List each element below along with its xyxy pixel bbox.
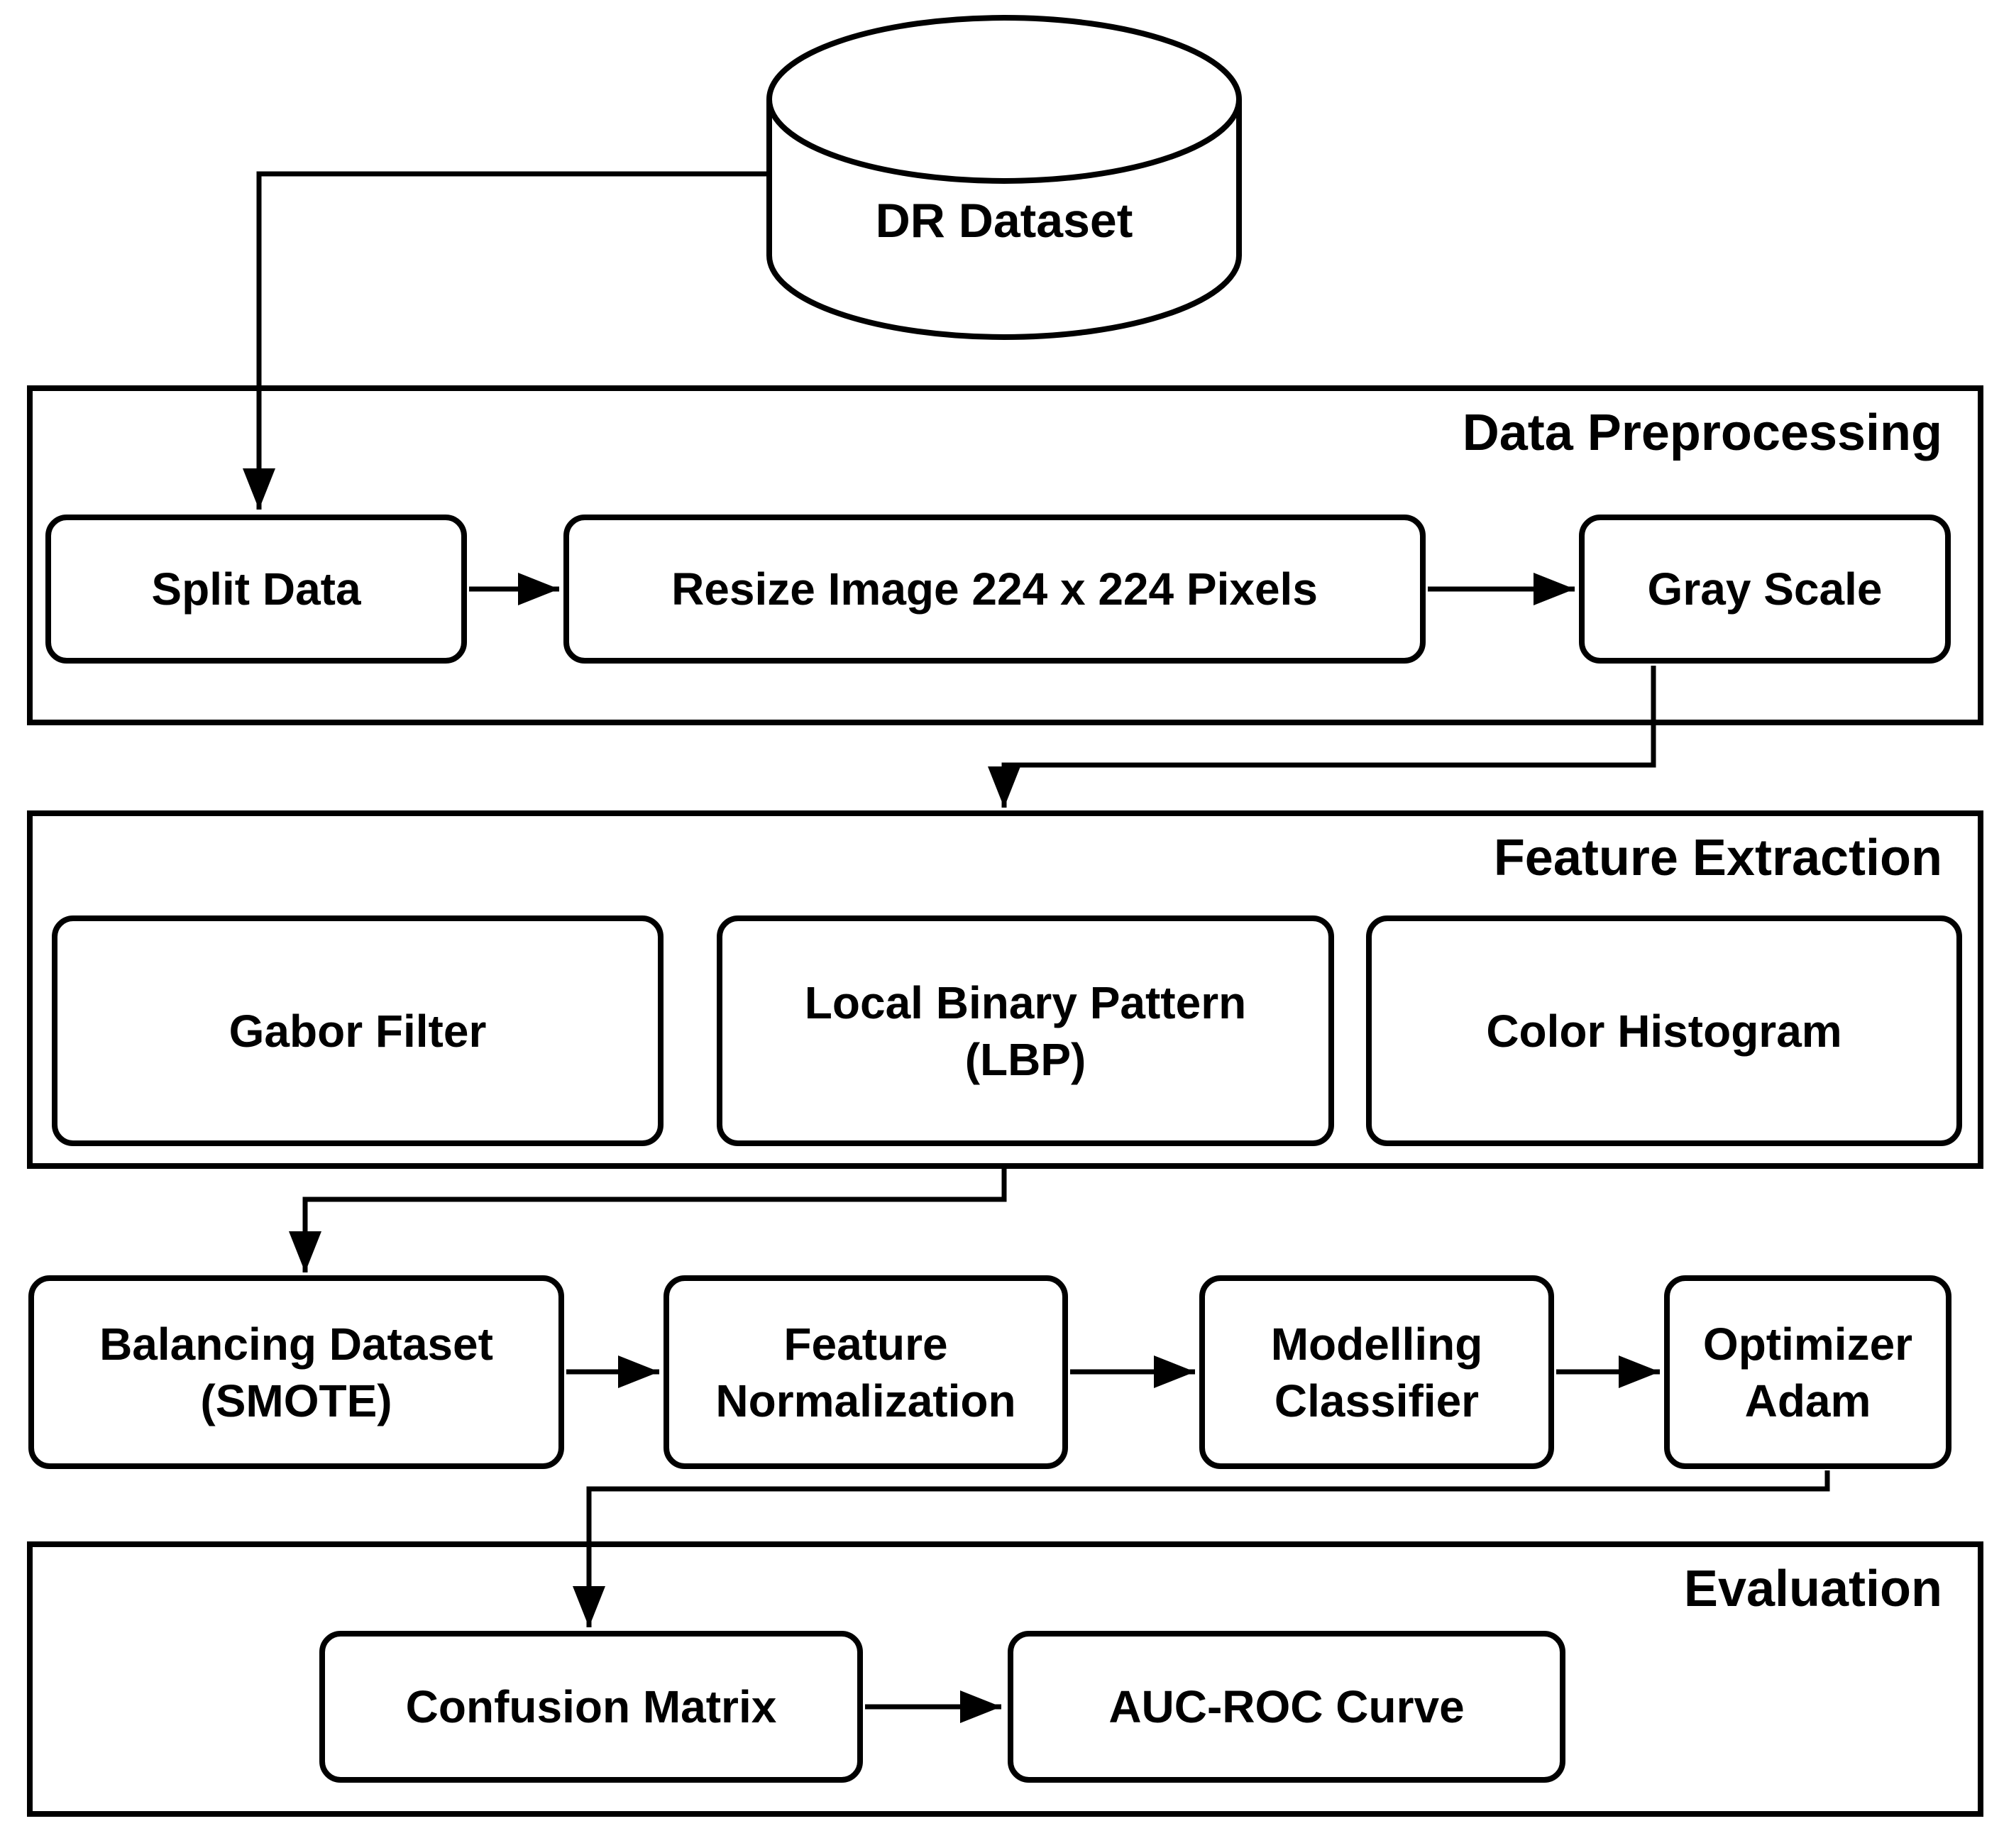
node-confusion-matrix-label: Confusion Matrix — [405, 1681, 777, 1732]
section-data-preprocessing: Data Preprocessing — [27, 385, 1983, 725]
node-feature-normalization: Feature Normalization — [664, 1275, 1068, 1469]
node-color-histogram-label: Color Histogram — [1486, 1005, 1842, 1057]
node-gray-scale-label: Gray Scale — [1647, 563, 1883, 615]
node-resize-image: Resize Image 224 x 224 Pixels — [563, 515, 1426, 664]
database-cylinder-rim — [766, 99, 1242, 184]
edge-feature-extraction-to-smote — [289, 1169, 1007, 1272]
node-feature-normalization-label: Feature Normalization — [715, 1318, 1016, 1426]
node-local-binary-pattern-label: Local Binary Pattern (LBP) — [804, 977, 1247, 1085]
section-evaluation: Evaluation — [27, 1541, 1983, 1817]
node-gabor-filter-label: Gabor Filter — [229, 1005, 487, 1057]
node-optimizer-adam-label: Optimizer Adam — [1702, 1318, 1913, 1426]
node-split-data-label: Split Data — [151, 563, 361, 615]
node-balancing-dataset-smote: Balancing Dataset (SMOTE) — [28, 1275, 564, 1469]
node-optimizer-adam: Optimizer Adam — [1664, 1275, 1951, 1469]
node-resize-image-label: Resize Image 224 x 224 Pixels — [671, 563, 1318, 615]
node-gray-scale: Gray Scale — [1579, 515, 1951, 664]
section-title-feature-extraction: Feature Extraction — [1493, 830, 1942, 886]
section-feature-extraction: Feature Extraction — [27, 810, 1983, 1169]
node-gabor-filter: Gabor Filter — [52, 915, 664, 1146]
node-auc-roc-curve: AUC-ROC Curve — [1008, 1631, 1565, 1783]
node-local-binary-pattern: Local Binary Pattern (LBP) — [717, 915, 1334, 1146]
node-modelling-classifier: Modelling Classifier — [1199, 1275, 1554, 1469]
edge-optimizer-to-confusion-matrix — [573, 1470, 1830, 1627]
node-split-data: Split Data — [45, 515, 467, 664]
section-title-evaluation: Evaluation — [1683, 1561, 1942, 1617]
edge-gray-scale-to-feature-extraction — [988, 666, 1656, 808]
node-auc-roc-curve-label: AUC-ROC Curve — [1108, 1681, 1465, 1732]
node-balancing-dataset-smote-label: Balancing Dataset (SMOTE) — [99, 1318, 493, 1426]
edge-dataset-to-split-data — [243, 171, 769, 510]
dataset-node-label: DR Dataset — [875, 194, 1133, 248]
node-color-histogram: Color Histogram — [1366, 915, 1962, 1146]
database-cylinder-shape — [766, 15, 1242, 340]
node-confusion-matrix: Confusion Matrix — [319, 1631, 863, 1783]
node-modelling-classifier-label: Modelling Classifier — [1270, 1318, 1483, 1426]
section-title-data-preprocessing: Data Preprocessing — [1462, 405, 1942, 461]
